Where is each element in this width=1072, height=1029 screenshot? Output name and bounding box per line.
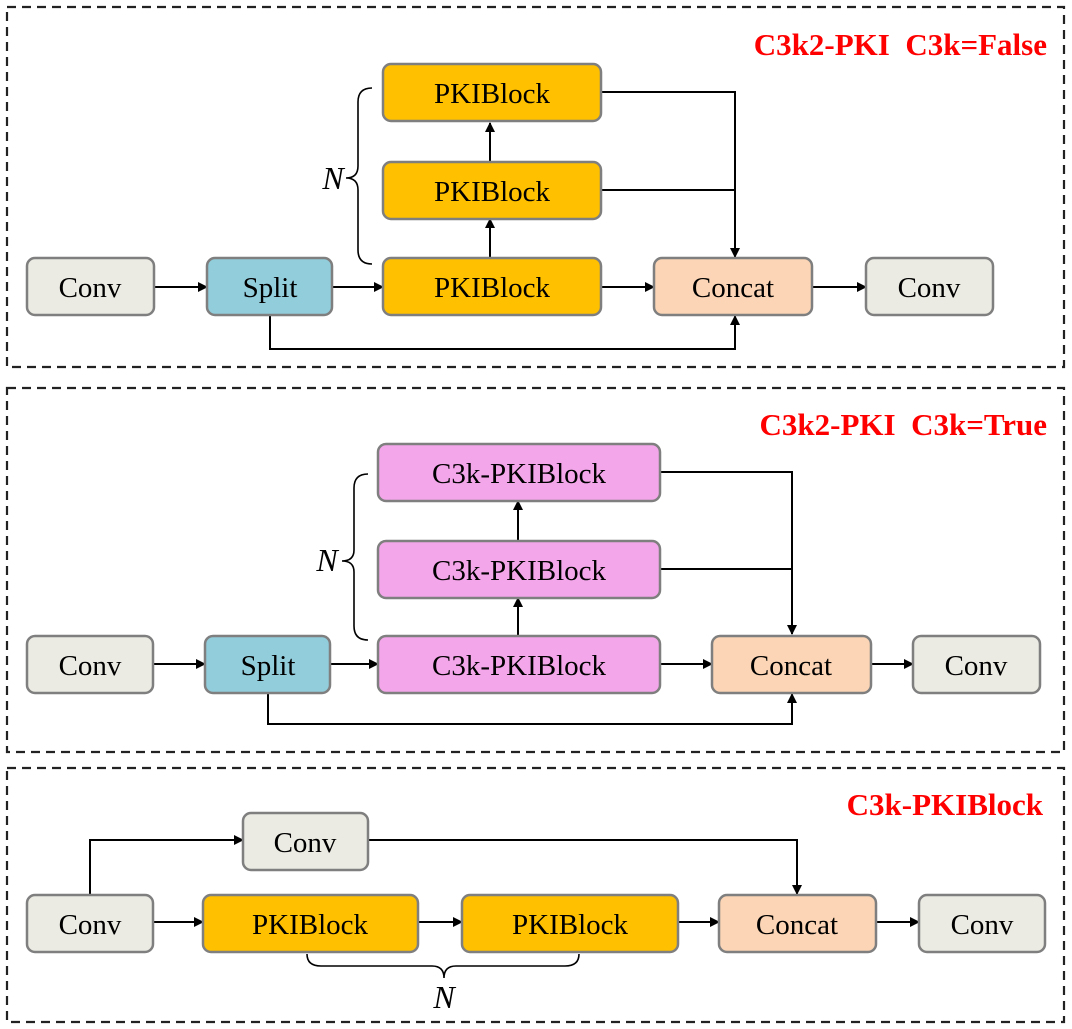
concat-node: Concat	[710, 634, 873, 695]
c3k-pkiblock-mid-node: C3k-PKIBlock	[376, 539, 662, 600]
node-label: Conv	[951, 909, 1014, 941]
node-label: Conv	[274, 827, 337, 859]
node-label: C3k-PKIBlock	[432, 458, 607, 490]
node-label: Concat	[692, 272, 774, 304]
arrow-conv-to-top-conv	[89, 835, 244, 895]
conv-input-node: Conv	[25, 256, 156, 317]
concat-node: Concat	[652, 256, 814, 317]
panel-border	[5, 766, 1066, 1024]
connectors	[153, 91, 867, 350]
panel-c3k-pkiblock: C3k-PKIBlock N Conv Conv PKIBlock PKIBlo…	[5, 766, 1066, 1024]
c3k-pkiblock-bottom-node: C3k-PKIBlock	[376, 634, 662, 695]
node-label: PKIBlock	[434, 176, 551, 208]
split-node: Split	[203, 634, 332, 695]
pkiblock-top-node: PKIBlock	[381, 62, 603, 123]
conv-output-node: Conv	[864, 256, 995, 317]
node-label: Conv	[59, 909, 122, 941]
n-label: N	[432, 979, 456, 1015]
split-node: Split	[205, 256, 334, 317]
panel-c3k2-pki-false: C3k2-PKI C3k=False N Conv Split PKI	[5, 5, 1066, 369]
node-label: Conv	[898, 272, 961, 304]
conv-input-node: Conv	[25, 634, 155, 695]
c3k-pkiblock-top-node: C3k-PKIBlock	[376, 442, 662, 503]
panel-border	[5, 386, 1066, 754]
conv-input-node: Conv	[25, 893, 155, 954]
n-brace	[306, 953, 580, 979]
node-label: Conv	[59, 272, 122, 304]
panel-c3k2-pki-true: C3k2-PKI C3k=True N Conv Split C3k-PKIBl…	[5, 386, 1066, 754]
node-label: Concat	[756, 909, 838, 941]
arrow-top-to-concat	[601, 91, 740, 258]
node-label: PKIBlock	[434, 78, 551, 110]
node-label: C3k-PKIBlock	[432, 555, 607, 587]
node-label: Split	[241, 650, 296, 682]
pkiblock-bottom-node: PKIBlock	[381, 256, 603, 317]
node-label: PKIBlock	[434, 272, 551, 304]
node-label: Concat	[750, 650, 832, 682]
pkiblock-first-node: PKIBlock	[201, 893, 420, 954]
pkiblock-second-node: PKIBlock	[460, 893, 680, 954]
node-label: Conv	[945, 650, 1008, 682]
node-label: Conv	[59, 650, 122, 682]
node-label: C3k-PKIBlock	[432, 650, 607, 682]
n-label: N	[315, 542, 339, 578]
n-label: N	[321, 160, 345, 196]
panel-title: C3k2-PKI C3k=True	[760, 407, 1048, 442]
n-brace	[345, 87, 373, 265]
panel-title: C3k2-PKI C3k=False	[754, 27, 1047, 62]
conv-output-node: Conv	[911, 634, 1042, 695]
connectors	[153, 471, 914, 725]
node-label: PKIBlock	[252, 909, 369, 941]
concat-node: Concat	[717, 893, 878, 954]
arrow-split-skip-to-concat	[269, 315, 740, 350]
node-label: Split	[243, 272, 298, 304]
panel-title: C3k-PKIBlock	[847, 787, 1044, 822]
conv-top-node: Conv	[241, 811, 370, 872]
conv-output-node: Conv	[917, 893, 1047, 954]
arrow-top-conv-to-concat	[368, 839, 802, 895]
n-brace	[341, 473, 369, 641]
arrow-split-skip-to-concat	[267, 693, 797, 725]
arrow-top-to-concat	[660, 471, 797, 635]
pkiblock-mid-node: PKIBlock	[381, 160, 603, 221]
node-label: PKIBlock	[512, 909, 629, 941]
connectors	[89, 835, 920, 927]
panel-border	[5, 5, 1066, 369]
